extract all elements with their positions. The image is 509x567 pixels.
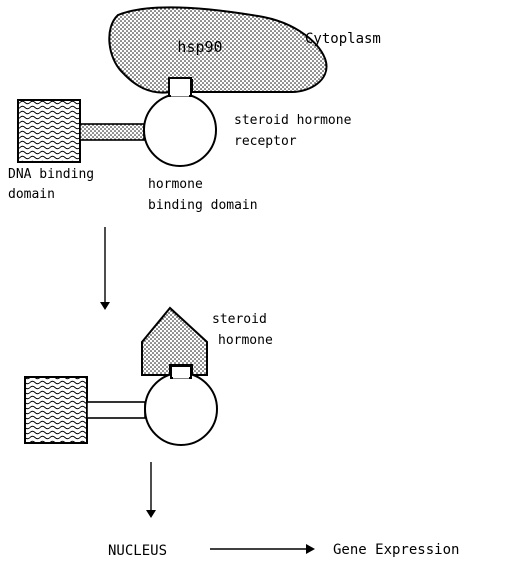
label-hormone-line2: hormone — [218, 333, 273, 348]
label-hsp90: hsp90 — [177, 38, 222, 56]
label-hormone-line1: steroid — [212, 312, 267, 327]
label-receptor-line1: steroid hormone — [234, 113, 352, 128]
arrow-down-1 — [100, 227, 110, 310]
label-hbd-line2: binding domain — [148, 198, 258, 213]
label-dna-line1: DNA binding — [8, 167, 94, 182]
label-receptor-line2: receptor — [234, 134, 297, 149]
label-hbd-line1: hormone — [148, 177, 203, 192]
connector-top — [80, 124, 144, 140]
dna-binding-domain-bottom — [25, 377, 87, 443]
hormone-binding-domain-top — [144, 94, 216, 166]
label-dna-line2: domain — [8, 187, 55, 202]
receptor-stem-top — [169, 78, 191, 96]
label-gene-expression: Gene Expression — [333, 542, 459, 558]
steroid-hormone-molecule — [142, 308, 207, 375]
steroid-hormone-receptor-bottom — [25, 366, 217, 445]
arrow-right — [210, 544, 315, 554]
connector-bottom — [87, 402, 145, 418]
label-nucleus: NUCLEUS — [108, 543, 167, 559]
hormone-binding-domain-bottom — [145, 373, 217, 445]
dna-binding-domain-top — [18, 100, 80, 162]
label-cytoplasm: Cytoplasm — [305, 31, 381, 47]
arrow-down-2 — [146, 462, 156, 518]
steroid-hormone-receptor-top — [18, 78, 216, 166]
